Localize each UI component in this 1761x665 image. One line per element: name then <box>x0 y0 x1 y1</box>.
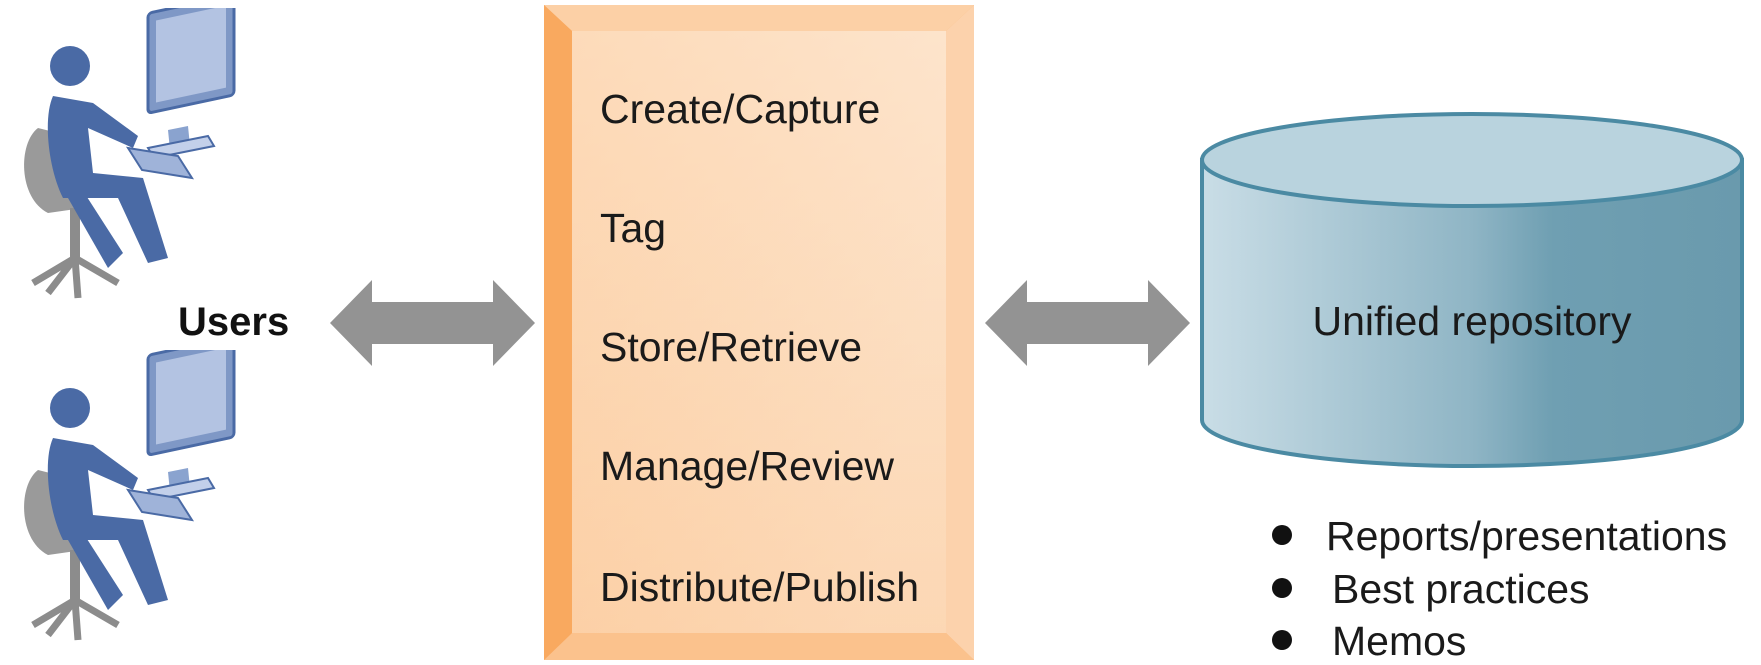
user-at-computer-icon <box>8 8 248 318</box>
bullet-dot <box>1272 525 1292 545</box>
repository-content-item: Memos <box>1332 618 1467 664</box>
repository-content-item: Best practices <box>1332 566 1590 612</box>
repository-content-item: Reports/presentations <box>1326 513 1728 559</box>
bullet-dot <box>1272 630 1292 650</box>
step-manage-review: Manage/Review <box>600 443 894 489</box>
bullet-dot <box>1272 578 1292 598</box>
database-cylinder-icon <box>1200 112 1744 468</box>
step-create-capture: Create/Capture <box>600 86 881 132</box>
users-label: Users <box>178 300 290 344</box>
double-arrow-icon <box>330 280 535 366</box>
user-at-computer-icon <box>8 350 248 660</box>
process-box <box>544 5 974 660</box>
repository-label: Unified repository <box>1312 298 1632 344</box>
step-distribute-publish: Distribute/Publish <box>600 564 920 610</box>
step-store-retrieve: Store/Retrieve <box>600 324 863 370</box>
double-arrow-icon <box>985 280 1190 366</box>
step-tag: Tag <box>600 205 667 251</box>
